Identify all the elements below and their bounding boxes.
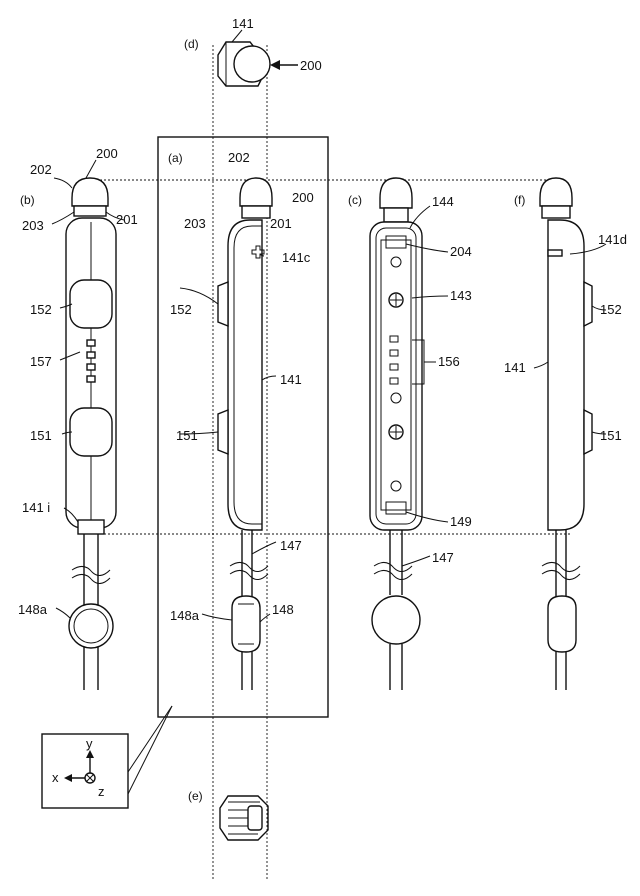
ref-200-b: 200 [96, 146, 118, 161]
ref-141-top: 141 [232, 16, 254, 31]
axis-label-z: z [98, 784, 105, 799]
ref-141-a: 141 [280, 372, 302, 387]
ref-144-c: 144 [432, 194, 454, 209]
ref-149-c: 149 [450, 514, 472, 529]
axis-label-x: x [52, 770, 59, 785]
view-f-right [539, 177, 593, 690]
ref-148a-b: 148a [18, 602, 48, 617]
axis-label-y: y [86, 736, 93, 751]
ref-202-b: 202 [30, 162, 52, 177]
ref-202-a: 202 [228, 150, 250, 165]
ref-200-d: 200 [300, 58, 322, 73]
ref-141c-a: 141c [282, 250, 311, 265]
ref-201-a: 201 [270, 216, 292, 231]
panel-label-d: (d) [184, 37, 199, 51]
panel-label-a: (a) [168, 151, 183, 165]
ref-152-b: 152 [30, 302, 52, 317]
text-labels: (d) (a) (b) (c) (f) (e) 141 200 200 202 … [18, 16, 627, 803]
ref-147-a: 147 [280, 538, 302, 553]
projection-guides [100, 45, 570, 880]
ref-147-c: 147 [432, 550, 454, 565]
panel-label-e: (e) [188, 789, 203, 803]
ref-152-a: 152 [170, 302, 192, 317]
view-b-front [65, 177, 117, 690]
ref-157-b: 157 [30, 354, 52, 369]
panel-label-b: (b) [20, 193, 35, 207]
panel-label-c: (c) [348, 193, 362, 207]
panel-a-frame [157, 136, 329, 718]
ref-151-f: 151 [600, 428, 622, 443]
ref-151-b: 151 [30, 428, 52, 443]
leader-lines [51, 159, 607, 623]
view-e-bottom [219, 795, 269, 841]
view-c-back [369, 177, 423, 690]
view-a-side [217, 177, 273, 690]
ref-201-b: 201 [116, 212, 138, 227]
ref-151-a: 151 [176, 428, 198, 443]
ref-200-a: 200 [292, 190, 314, 205]
ref-141-f: 141 [504, 360, 526, 375]
ref-152-f: 152 [600, 302, 622, 317]
ref-141d-f: 141d [598, 232, 627, 247]
view-d-top [217, 29, 298, 87]
ref-143-c: 143 [450, 288, 472, 303]
ref-148a-a: 148a [170, 608, 200, 623]
ref-156-c: 156 [438, 354, 460, 369]
ref-148-a: 148 [272, 602, 294, 617]
ref-203-a: 203 [184, 216, 206, 231]
ref-204-c: 204 [450, 244, 472, 259]
ref-141i-b: 141 i [22, 500, 50, 515]
axis-inset [41, 705, 173, 809]
panel-label-f: (f) [514, 193, 525, 207]
ref-203-b: 203 [22, 218, 44, 233]
